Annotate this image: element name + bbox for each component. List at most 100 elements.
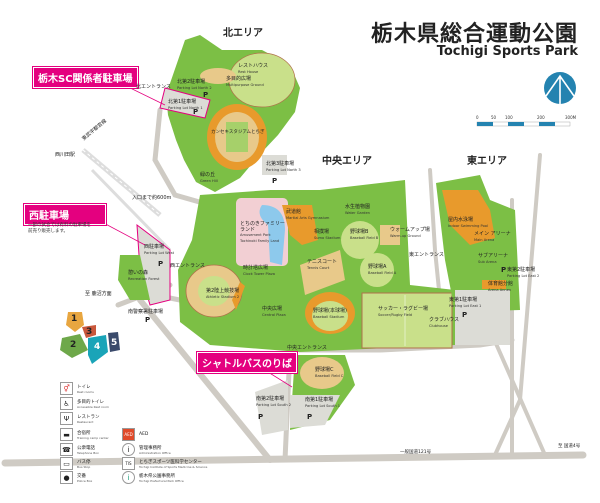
zone-2 (60, 334, 88, 358)
central-area-label: 中央エリア (322, 156, 372, 167)
parking-icon: P (193, 108, 199, 116)
central-entrance-label: 中央エントランス (287, 345, 327, 351)
west-parking-callout: 西駐車場 (24, 204, 106, 225)
label-baseball-stadium: 野球場(本球場)Baseball Stadium (313, 308, 347, 319)
north-entrance-label: 北エントランス (136, 84, 171, 90)
sc-parking-lot (159, 87, 211, 119)
zone-4 (88, 335, 108, 364)
baseball-field-a (360, 253, 394, 287)
scale-bar (476, 121, 571, 127)
recreation-forest (118, 255, 150, 300)
route-121-label: 一般国道121号 (400, 450, 432, 455)
toilet-icon: ⚥ (60, 382, 73, 395)
aed-icon: AED (122, 428, 135, 441)
multipurpose-ground (200, 68, 236, 84)
sports-medicine-icon: TIS (122, 457, 135, 470)
training-camp-icon: ▬ (60, 428, 73, 441)
lake (259, 205, 285, 265)
parking-icon: P (203, 91, 209, 99)
parking-south1 (290, 395, 340, 428)
parking-icon: P (272, 177, 278, 185)
tennis-court (300, 250, 345, 295)
north-road (152, 107, 213, 208)
police-box-icon: ● (60, 471, 73, 484)
parking-icon: P (145, 316, 151, 324)
shuttle-callout: シャトルバスのりば (197, 352, 297, 373)
zone-1 (66, 312, 84, 332)
zone-3 (82, 325, 96, 338)
page-subtitle: Tochigi Sports Park (436, 44, 578, 59)
zone-number: 5 (111, 338, 118, 348)
parking-icon: P (258, 413, 264, 421)
east-road-3 (488, 328, 547, 457)
west-entrance-label: 西エントランス (170, 263, 205, 269)
label-stadium: カンセキスタジアムとちぎ (211, 130, 265, 135)
scale-label: 50 (491, 115, 497, 120)
bus-stop-icon: ▭ (60, 457, 73, 470)
page-title: 栃木県総合運動公園 (370, 22, 578, 47)
scale-label: 100 (505, 115, 513, 120)
parking-icon: P (501, 266, 507, 274)
west-parking-note: 一部の試合では有料の駐車場を前売り販売します。 (28, 223, 91, 234)
zone-number: 4 (94, 342, 101, 352)
scale-label: 0 (476, 115, 479, 120)
parking-north3 (262, 155, 287, 175)
route-121-road (1, 451, 587, 467)
accessible-toilet-icon: ♿ (60, 397, 73, 410)
east-entrance-label: 東エントランス (409, 252, 444, 258)
zone-5 (108, 332, 120, 352)
north-compass-icon (544, 72, 576, 104)
to-entrance-label: 入口まで約600m (132, 195, 172, 201)
parking-icon: P (307, 413, 313, 421)
scale-label: 300M (565, 115, 577, 120)
east-access-road (428, 168, 442, 302)
arena-annex (482, 280, 506, 289)
sc-parking-callout: 栃木SC関係者駐車場 (33, 67, 138, 88)
parking-icon: P (158, 260, 164, 268)
restaurant-icon: Ψ (60, 412, 73, 425)
martial-arts-gym (282, 205, 318, 245)
diagonal-road (137, 297, 273, 463)
parking-east1 (455, 290, 510, 345)
telephone-icon: ☎ (60, 443, 73, 456)
north-area-label: 北エリア (223, 28, 263, 39)
